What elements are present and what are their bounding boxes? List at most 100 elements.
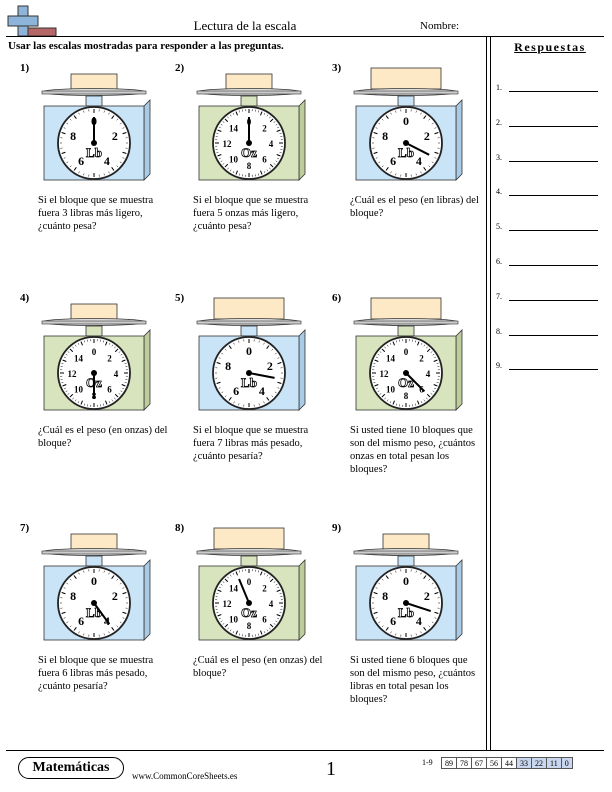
dial-number: 2 — [267, 359, 273, 373]
answer-row[interactable]: 2. — [494, 115, 598, 127]
problem-number: 9) — [332, 522, 342, 534]
answer-line[interactable] — [509, 369, 598, 371]
answer-line[interactable] — [509, 125, 598, 127]
dial-number: 12 — [380, 369, 390, 379]
problem-text: Si usted tiene 10 bloques que son del mi… — [350, 425, 476, 475]
score-cell: 44 — [501, 757, 517, 769]
dial-number: 6 — [233, 384, 239, 398]
dial-number: 4 — [416, 154, 422, 168]
dial-needle — [238, 578, 250, 604]
problem-text: Si el bloque que se muestra fuera 7 libr… — [193, 425, 309, 462]
answer-row[interactable]: 8. — [494, 324, 598, 336]
dial-number: 14 — [74, 353, 84, 363]
dial-needle — [405, 602, 432, 612]
score-cell: 67 — [471, 757, 487, 769]
brand-badge: Matemáticas — [18, 757, 124, 779]
answer-line[interactable] — [509, 91, 598, 92]
unit-label: Lb — [86, 145, 102, 160]
dial-number: 8 — [70, 589, 76, 603]
dial-number: 2 — [262, 583, 267, 593]
dial-number: 4 — [269, 599, 274, 609]
dial-number: 4 — [416, 614, 422, 628]
dial-number: 6 — [78, 614, 84, 628]
dial-needle — [248, 372, 275, 379]
answer-number: 9. — [496, 361, 502, 371]
problem-text: ¿Cuál es el peso (en onzas) del bloque? — [38, 425, 168, 449]
problem-text: Si el bloque que se muestra fuera 6 libr… — [38, 655, 154, 692]
score-range-label: 1-9 — [422, 758, 433, 767]
problem-text: Si el bloque que se muestra fuera 3 libr… — [38, 195, 154, 232]
answer-line[interactable] — [509, 230, 598, 232]
name-label: Nombre: — [420, 20, 460, 32]
problem-number: 4) — [20, 292, 30, 304]
unit-label: Oz — [241, 145, 257, 160]
page-number: 1 — [326, 758, 336, 780]
answer-row[interactable]: 4. — [494, 184, 598, 197]
answer-line[interactable] — [509, 265, 598, 266]
dial-number: 2 — [107, 353, 112, 363]
dial-number: 0 — [247, 577, 252, 587]
dial-number: 8 — [404, 391, 409, 401]
dial-number: 2 — [424, 589, 430, 603]
problem-number: 8) — [175, 522, 185, 534]
answer-number: 2. — [496, 117, 502, 127]
dial-number: 14 — [229, 123, 239, 133]
answer-line[interactable] — [509, 160, 598, 162]
dial-number: 14 — [386, 353, 396, 363]
problem-number: 5) — [175, 292, 185, 304]
answer-column-divider-inner — [490, 36, 491, 750]
problem-number: 3) — [332, 62, 342, 74]
answer-number: 1. — [496, 83, 502, 92]
unit-label: Lb — [398, 605, 414, 620]
answer-row[interactable]: 7. — [494, 289, 598, 301]
answer-line[interactable] — [509, 195, 598, 197]
footer-divider — [6, 750, 604, 751]
dial-needle — [405, 372, 426, 393]
answer-row[interactable]: 1. — [494, 80, 598, 92]
answer-line[interactable] — [509, 334, 598, 336]
dial-number: 0 — [404, 347, 409, 357]
dial-number: 8 — [382, 589, 388, 603]
header-divider — [6, 36, 604, 37]
dial-number: 2 — [419, 353, 424, 363]
problem-text: Si el bloque que se muestra fuera 5 onza… — [193, 195, 309, 232]
dial-number: 4 — [259, 384, 265, 398]
answer-row[interactable]: 6. — [494, 254, 598, 266]
dial-number: 6 — [390, 614, 396, 628]
dial-number: 0 — [246, 344, 252, 358]
answer-column-divider — [486, 36, 487, 750]
dial-number: 4 — [104, 154, 110, 168]
problem-text: Si usted tiene 6 bloques que son del mis… — [350, 655, 476, 705]
answers-title: Respuestas — [514, 40, 586, 54]
unit-label: Oz — [241, 605, 257, 620]
dial-number: 2 — [112, 589, 118, 603]
answer-number: 5. — [496, 222, 502, 232]
answer-row[interactable]: 9. — [494, 358, 598, 371]
answer-row[interactable]: 5. — [494, 219, 598, 232]
score-cell: 11 — [546, 757, 562, 769]
answer-row[interactable]: 3. — [494, 150, 598, 162]
dial-number: 6 — [78, 154, 84, 168]
answer-number: 8. — [496, 326, 502, 336]
dial-number: 8 — [70, 129, 76, 143]
problem-number: 6) — [332, 292, 342, 304]
score-cell: 33 — [516, 757, 532, 769]
dial-number: 2 — [424, 129, 430, 143]
unit-label: Oz — [398, 375, 414, 390]
answer-number: 6. — [496, 257, 502, 266]
problem-number: 1) — [20, 62, 30, 74]
dial-number: 0 — [92, 347, 97, 357]
answer-line[interactable] — [509, 299, 598, 301]
dial-number: 12 — [223, 599, 233, 609]
dial-needle — [93, 602, 111, 625]
dial-number: 10 — [74, 385, 84, 395]
dial-number: 10 — [229, 155, 239, 165]
